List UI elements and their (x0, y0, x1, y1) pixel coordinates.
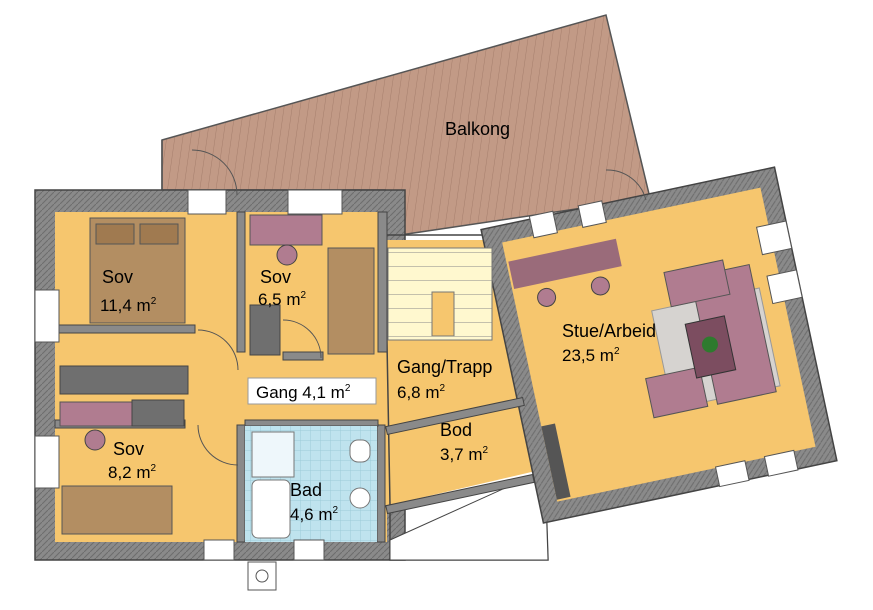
wardrobe-sov2 (249, 304, 281, 356)
stair-well (431, 291, 455, 337)
bed-single (327, 247, 375, 355)
svg-text:Gang/Trapp: Gang/Trapp (397, 357, 492, 377)
svg-text:6,8 m2: 6,8 m2 (397, 383, 446, 402)
label-bad: Bad 4,6 m2 (290, 480, 339, 524)
chimney (247, 561, 277, 591)
bed-sov3 (61, 485, 173, 535)
sofa (663, 259, 731, 308)
hall-runner (247, 377, 377, 405)
label-gang: Gang 4,1 m2 (256, 383, 351, 402)
window (577, 200, 607, 228)
shower (251, 431, 295, 478)
label-sov1: Sov 11,4 m2 (100, 267, 157, 315)
label-sov3: Sov 8,2 m2 (108, 439, 157, 482)
wall-bad-north (244, 419, 379, 427)
wall-bod (385, 396, 525, 436)
door-swing (605, 169, 647, 201)
wall-bad-west (236, 424, 246, 543)
desk (508, 238, 622, 289)
label-bod: Bod 3,7 m2 (440, 420, 489, 464)
svg-text:Sov: Sov (102, 267, 133, 287)
entry-wedge (389, 469, 549, 561)
wall-sov2-east (377, 211, 388, 353)
column (541, 423, 571, 500)
window (293, 539, 325, 561)
window (187, 189, 227, 215)
chair-sov2 (276, 244, 298, 266)
plant-icon (701, 336, 718, 353)
wall-sov2-south (282, 351, 324, 361)
pillow (95, 223, 135, 245)
svg-text:23,5 m2: 23,5 m2 (562, 346, 620, 365)
label-gangtrapp: Gang/Trapp 6,8 m2 (397, 357, 492, 402)
pillow (139, 223, 179, 245)
desk-chair (537, 287, 557, 307)
svg-text:4,6 m2: 4,6 m2 (290, 505, 339, 524)
chair-sov3 (84, 429, 106, 451)
svg-text:8,2 m2: 8,2 m2 (108, 463, 157, 482)
window (528, 210, 558, 239)
label-stue: Stue/Arbeid 23,5 m2 (562, 321, 656, 365)
svg-text:6,5 m2: 6,5 m2 (258, 290, 307, 309)
desk-sov3 (59, 401, 139, 427)
window (34, 435, 60, 489)
wardrobe-sov3 (131, 399, 185, 427)
wall-sov1-east (236, 211, 246, 353)
window (287, 189, 343, 215)
svg-text:Bad: Bad (290, 480, 322, 500)
svg-text:Sov: Sov (260, 267, 291, 287)
wall-bod-south (385, 473, 535, 515)
door-swing (282, 319, 322, 359)
svg-text:11,4 m2: 11,4 m2 (100, 296, 157, 315)
wall-bad-east (376, 424, 386, 543)
sink (349, 487, 371, 509)
door-swing (197, 424, 239, 466)
armchair (645, 366, 709, 419)
bathtub (251, 479, 291, 539)
svg-text:Bod: Bod (440, 420, 472, 440)
window (766, 269, 803, 305)
window (34, 289, 60, 343)
svg-text:Stue/Arbeid: Stue/Arbeid (562, 321, 656, 341)
desk-chair (590, 276, 610, 296)
svg-text:Sov: Sov (113, 439, 144, 459)
label-sov2: Sov 6,5 m2 (258, 267, 307, 309)
door-swing (197, 329, 239, 371)
chimney-flue (255, 569, 269, 583)
wardrobe-hall (59, 365, 189, 395)
window (763, 449, 799, 477)
window (755, 220, 793, 256)
window (203, 539, 235, 561)
door-swing (191, 149, 238, 196)
svg-text:Gang 4,1 m2: Gang 4,1 m2 (256, 383, 351, 402)
desk-sov2 (249, 214, 323, 246)
label-balkong: Balkong (445, 119, 510, 139)
window (714, 460, 750, 488)
wall-sov1-south (54, 324, 196, 334)
svg-text:3,7 m2: 3,7 m2 (440, 445, 489, 464)
toilet (349, 439, 371, 463)
